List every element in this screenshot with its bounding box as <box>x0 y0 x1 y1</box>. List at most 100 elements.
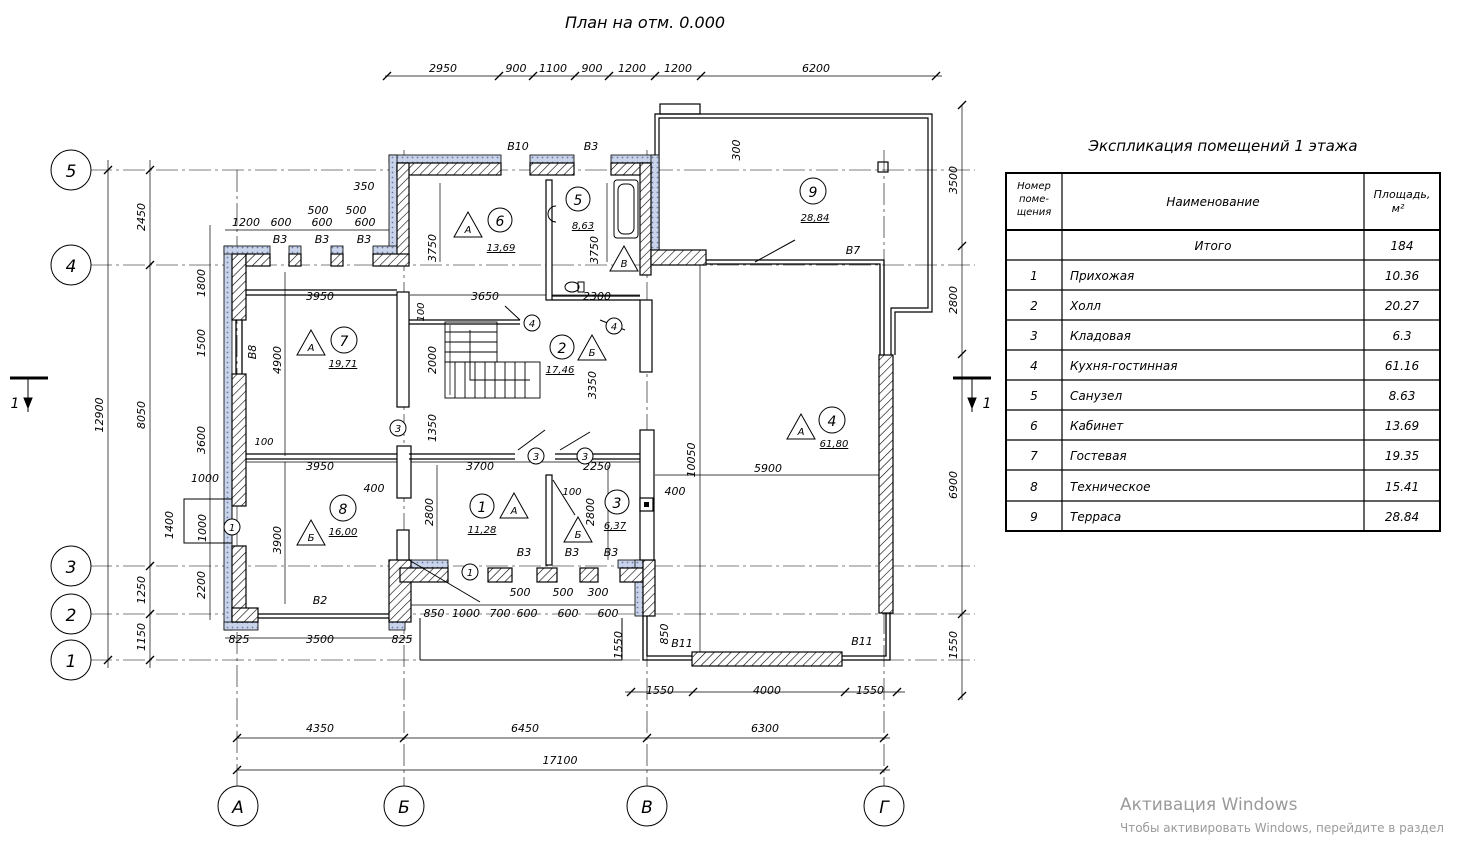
glazing <box>235 259 891 661</box>
room-3-number: 3 <box>613 496 622 512</box>
dimension-labels: 2950 900 1100 900 1200 1200 6200 4350 64… <box>93 62 960 767</box>
table-row-num: 8 <box>1030 480 1038 494</box>
svg-text:1000: 1000 <box>191 472 219 485</box>
section-arrows <box>23 378 977 412</box>
svg-text:600: 600 <box>312 216 333 229</box>
door-marks: 4 4 3 3 3 1 1 <box>223 314 623 581</box>
svg-text:2200: 2200 <box>195 571 208 599</box>
row-axis-5: 5 <box>66 162 77 182</box>
svg-text:В3: В3 <box>565 546 580 559</box>
svg-text:700: 700 <box>490 607 511 620</box>
table-row-area: 20.27 <box>1385 299 1420 313</box>
svg-text:1000: 1000 <box>196 514 209 542</box>
svg-text:А: А <box>307 343 315 354</box>
svg-text:А: А <box>464 225 472 236</box>
svg-text:600: 600 <box>271 216 292 229</box>
svg-text:400: 400 <box>665 485 686 498</box>
table-row-name: Кухня-гостинная <box>1070 359 1177 373</box>
svg-text:3500: 3500 <box>947 166 960 194</box>
table-row-name: Терраса <box>1070 510 1121 524</box>
svg-text:500: 500 <box>553 586 574 599</box>
table-header-name: Наименование <box>1166 195 1259 209</box>
room-6-number: 6 <box>496 214 505 230</box>
dimension-lines <box>107 75 963 771</box>
svg-text:В: В <box>621 259 628 270</box>
svg-text:4000: 4000 <box>753 684 781 697</box>
svg-text:В10: В10 <box>507 140 529 153</box>
svg-text:А: А <box>510 506 518 517</box>
svg-text:6300: 6300 <box>751 722 779 735</box>
room-7-number: 7 <box>340 334 349 350</box>
col-axis-a: А <box>231 798 244 818</box>
svg-text:В2: В2 <box>313 594 328 607</box>
section-label-right: 1 <box>983 396 992 412</box>
svg-text:А: А <box>797 427 805 438</box>
svg-text:4: 4 <box>529 319 535 330</box>
table-row-num: 7 <box>1030 449 1038 463</box>
svg-text:Б: Б <box>308 533 315 544</box>
table-row-name: Прихожая <box>1070 269 1134 283</box>
table-row-name: Техническое <box>1070 480 1151 494</box>
table-row-name: Кабинет <box>1070 419 1124 433</box>
svg-text:1200: 1200 <box>232 216 260 229</box>
svg-text:100: 100 <box>254 437 273 448</box>
svg-text:500: 500 <box>346 204 367 217</box>
svg-text:4: 4 <box>611 322 617 333</box>
row-axis-3: 3 <box>66 558 77 578</box>
svg-text:1100: 1100 <box>539 62 567 75</box>
svg-text:1400: 1400 <box>163 511 176 539</box>
svg-text:В3: В3 <box>604 546 619 559</box>
svg-text:В3: В3 <box>273 233 288 246</box>
svg-text:3: 3 <box>395 424 401 435</box>
svg-text:2950: 2950 <box>429 62 457 75</box>
svg-text:8050: 8050 <box>135 401 148 429</box>
svg-text:3600: 3600 <box>195 426 208 454</box>
svg-text:1550: 1550 <box>856 684 884 697</box>
room-1-area: 11,28 <box>468 525 497 536</box>
room-8-number: 8 <box>339 502 348 518</box>
svg-text:900: 900 <box>582 62 603 75</box>
room-8-area: 16,00 <box>329 527 358 538</box>
svg-text:300: 300 <box>588 586 609 599</box>
svg-text:2800: 2800 <box>947 286 960 314</box>
svg-text:1550: 1550 <box>947 631 960 659</box>
table-row-name: Кладовая <box>1070 329 1131 343</box>
svg-text:17100: 17100 <box>543 754 578 767</box>
svg-text:825: 825 <box>229 633 250 646</box>
svg-text:1500: 1500 <box>195 329 208 357</box>
room-5-area: 8,63 <box>572 221 594 232</box>
svg-text:В8: В8 <box>246 345 259 360</box>
svg-text:600: 600 <box>355 216 376 229</box>
svg-text:3650: 3650 <box>471 290 499 303</box>
svg-text:Б: Б <box>589 348 596 359</box>
terrace-outline <box>654 103 933 355</box>
svg-text:4350: 4350 <box>306 722 334 735</box>
table-row-area: 8.63 <box>1389 389 1416 403</box>
svg-text:3950: 3950 <box>306 460 334 473</box>
table-row-area: 6.3 <box>1392 329 1411 343</box>
room-9-area: 28,84 <box>801 213 830 224</box>
room-2-area: 17,46 <box>546 365 575 376</box>
room-1-number: 1 <box>478 500 487 516</box>
table-row-area: 15.41 <box>1385 480 1419 494</box>
col-axis-v: В <box>641 798 653 818</box>
table-row-area: 61.16 <box>1385 359 1420 373</box>
svg-text:600: 600 <box>558 607 579 620</box>
svg-text:1550: 1550 <box>612 631 625 659</box>
svg-text:3750: 3750 <box>588 236 601 264</box>
svg-text:1200: 1200 <box>664 62 692 75</box>
svg-text:В3: В3 <box>517 546 532 559</box>
table-row-num: 4 <box>1030 359 1038 373</box>
table-row-name: Холл <box>1069 299 1101 313</box>
svg-text:500: 500 <box>510 586 531 599</box>
svg-text:100: 100 <box>416 302 427 321</box>
svg-text:1200: 1200 <box>618 62 646 75</box>
svg-text:3700: 3700 <box>466 460 494 473</box>
svg-text:6450: 6450 <box>511 722 539 735</box>
row-axis-2: 2 <box>66 606 77 626</box>
drawing-title: План на отм. 0.000 <box>565 13 725 32</box>
table-row-area: 10.36 <box>1385 269 1420 283</box>
svg-text:3: 3 <box>582 452 588 463</box>
svg-text:1150: 1150 <box>135 623 148 651</box>
